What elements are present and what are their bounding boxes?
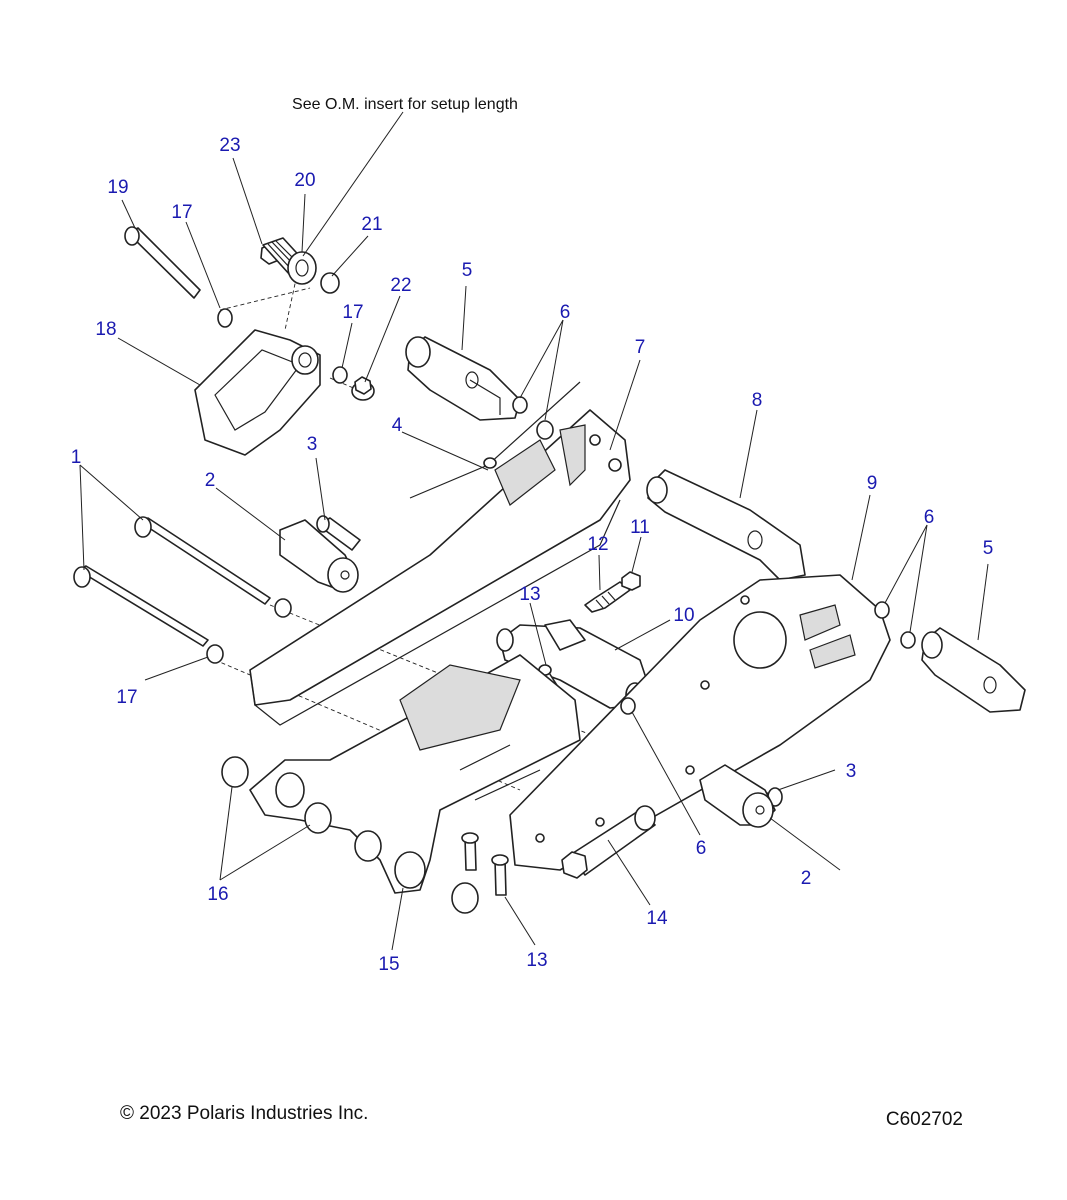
callout-9: 9 [867,473,878,494]
callout-labels: 1 2 2 3 3 4 5 5 6 6 6 7 8 9 10 11 12 13 … [71,135,994,975]
part-2-roller-lower [699,764,776,828]
diagram-code: C602702 [886,1109,963,1130]
callout-3-lower: 3 [846,761,857,782]
part-21-spacer [320,272,340,294]
callout-3-upper: 3 [307,434,318,455]
part-4-cable [409,381,581,499]
callout-10: 10 [673,605,694,626]
callout-2-upper: 2 [205,470,216,491]
part-18-bellcrank [194,329,321,456]
part-17-washer-lower-a [274,598,292,618]
callout-4: 4 [392,415,403,436]
callout-17-upper: 17 [171,202,192,223]
part-11-jam-nut [621,571,641,591]
part-16-bushing-c [354,830,382,862]
part-3-spacer-upper [316,515,361,551]
part-5-pivot-block-left [405,336,521,421]
part-2-roller-upper [279,519,359,593]
part-6-bushing-right-b [900,631,916,649]
part-6-bushing-upper-a [512,396,528,414]
callout-20: 20 [294,170,315,191]
part-9-right-rail [509,574,891,871]
part-6-bushing-upper-b [536,420,554,440]
part-22-flange-nut [351,376,375,401]
part-19-bolt [124,226,201,299]
part-17-washer-upper [217,308,233,328]
callout-22: 22 [390,275,411,296]
part-14-link [561,805,656,879]
callout-2-lower: 2 [801,868,812,889]
part-6-bushing-right-a [874,601,890,619]
callout-5-right: 5 [983,538,994,559]
callout-13-lower: 13 [526,950,547,971]
part-6-bushing-lower [620,697,636,715]
part-1-bolt-upper [134,516,271,605]
part-13-bolt-lower-b [491,854,509,896]
callout-17-middle: 17 [342,302,363,323]
callout-6-right: 6 [924,507,935,528]
part-16-bushing-b [304,802,332,834]
setup-length-note: See O.M. insert for setup length [292,96,518,113]
callout-21: 21 [361,214,382,235]
part-16-bushing-a [221,756,249,788]
part-17-washer-lower-b [206,644,224,664]
part-16-bushing-d [451,882,479,914]
part-8-pivot-block-right [646,469,806,581]
part-12-adjuster-screw [584,581,631,613]
callout-12: 12 [587,534,608,555]
part-13-bolt-lower-a [461,832,479,871]
callout-18: 18 [95,319,116,340]
callout-6-upper: 6 [560,302,571,323]
callout-15: 15 [378,954,399,975]
callout-16: 16 [207,884,228,905]
callout-6-lower: 6 [696,838,707,859]
callout-23: 23 [219,135,240,156]
part-1-bolt-lower [73,565,209,647]
part-17-washer-mid [332,366,348,384]
part-20-rod-end [262,237,317,285]
callout-1-upper: 1 [71,447,82,468]
callout-14: 14 [646,908,668,929]
callout-13-upper: 13 [519,584,540,605]
copyright-notice: © 2023 Polaris Industries Inc. [120,1103,368,1124]
callout-19: 19 [107,177,128,198]
callout-8: 8 [752,390,763,411]
part-7-left-rail [249,409,631,726]
part-15-front-arm [249,654,581,894]
leader-lines [79,111,989,951]
callout-17-lower: 17 [116,687,137,708]
callout-5-left: 5 [462,260,473,281]
callout-7: 7 [635,337,646,358]
callout-11: 11 [630,517,650,538]
part-5-pivot-block-right [921,627,1026,713]
